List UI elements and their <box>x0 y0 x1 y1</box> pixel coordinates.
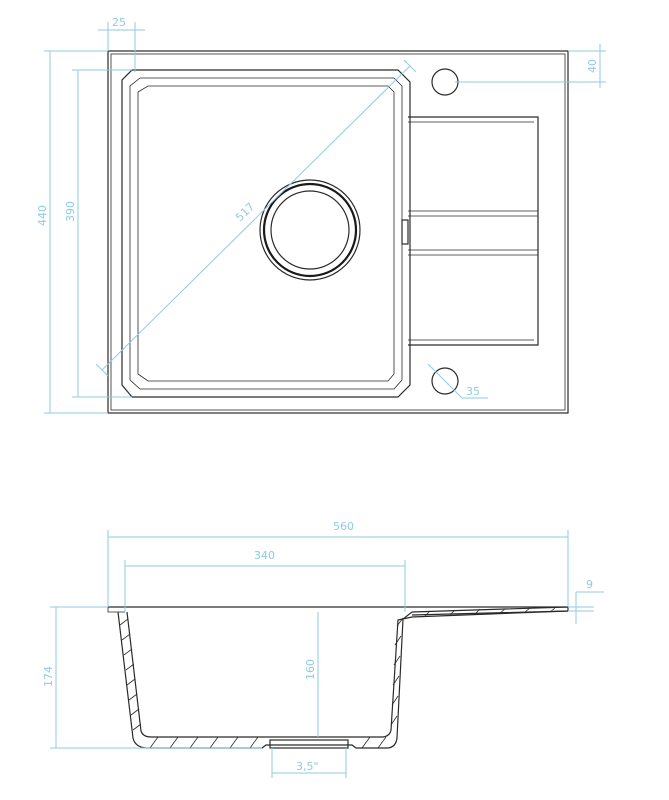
dimension-bowl-height: 160 <box>304 612 319 737</box>
dimension-drainer-thickness-label: 9 <box>586 578 593 591</box>
top-view: 25 40 440 390 517 <box>36 16 606 414</box>
drain-middle-ring <box>262 182 358 278</box>
dimension-overall-height: 174 <box>42 606 262 749</box>
dimension-tap-hole-offset: 40 <box>455 44 606 88</box>
dimension-waste-size-label: 3,5" <box>296 760 319 773</box>
drain-outer-ring <box>259 179 361 281</box>
bowl-section-outer <box>117 611 413 749</box>
dimension-bowl-depth-label: 390 <box>64 201 77 222</box>
sink-outer-outline <box>107 50 569 414</box>
dimension-tap-hole-offset-label: 40 <box>586 59 599 73</box>
tap-hole-bottom <box>431 367 459 395</box>
section-hatching <box>119 607 556 749</box>
dimension-overall-depth: 440 <box>36 50 108 414</box>
dimension-bowl-width: 340 <box>124 549 406 612</box>
dimension-overall-width: 560 <box>107 520 569 607</box>
dimension-rim-width: 25 <box>98 16 145 72</box>
dimension-tap-hole-diameter-label: 35 <box>466 385 480 398</box>
bowl-section-inner <box>126 611 413 738</box>
dimension-rim-width-label: 25 <box>112 16 126 29</box>
dimension-bowl-height-label: 160 <box>304 659 317 680</box>
dimension-bowl-width-label: 340 <box>254 549 275 562</box>
waste-outlet <box>269 739 349 749</box>
dimension-drainer-thickness: 9 <box>568 578 604 624</box>
dimension-tap-hole-diameter: 35 <box>427 363 488 399</box>
bowl-floor <box>137 85 395 382</box>
dimension-waste-size: 3,5" <box>271 748 347 778</box>
dimension-bowl-diagonal: 517 <box>95 59 417 377</box>
dimension-overall-width-label: 560 <box>333 520 354 533</box>
drain-inner-ring <box>270 190 350 270</box>
dimension-bowl-depth: 390 <box>64 69 132 398</box>
dimension-overall-depth-label: 440 <box>36 205 49 226</box>
tap-hole-top <box>431 68 459 96</box>
bowl-outer-rim <box>121 69 411 398</box>
sink-inner-outline <box>110 53 566 411</box>
bowl-inner-rim <box>129 77 403 390</box>
side-view: 560 340 9 174 160 <box>42 520 604 778</box>
drainer-board <box>401 116 539 346</box>
sink-top-surface <box>108 606 569 616</box>
dimension-overall-height-label: 174 <box>42 666 55 687</box>
drainer-section <box>411 606 569 618</box>
